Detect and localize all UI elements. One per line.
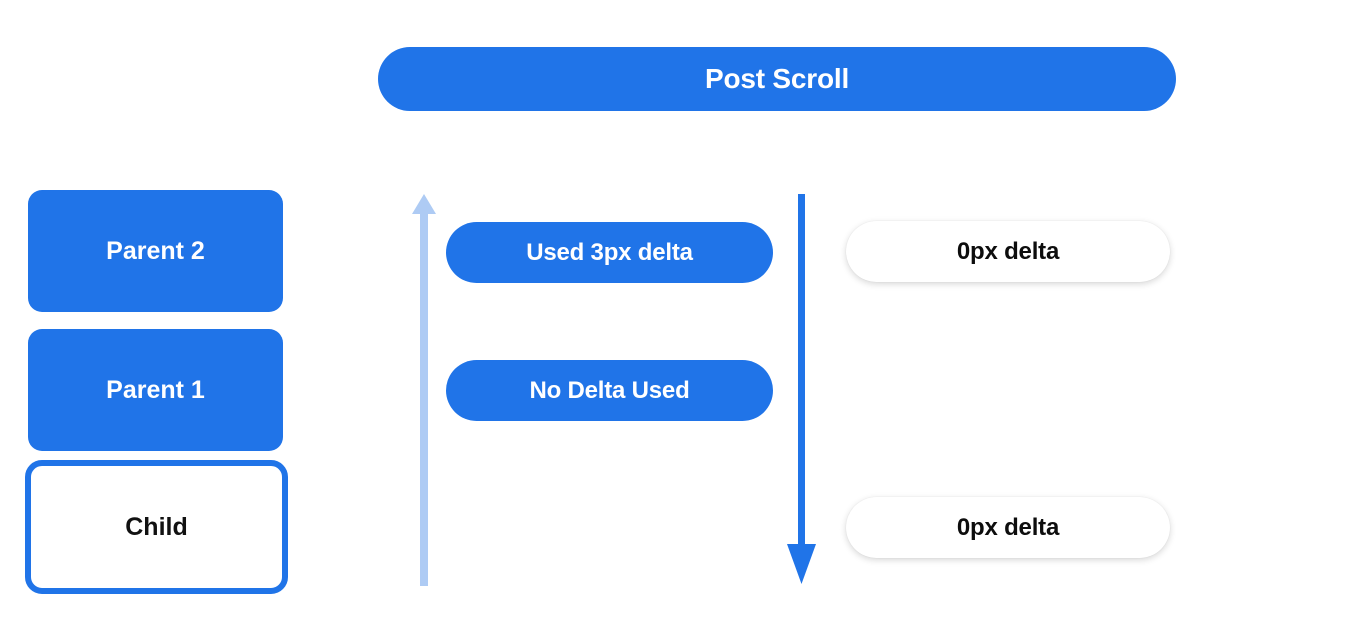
bubble-up-arrow-icon <box>408 190 440 590</box>
node-child-label: Child <box>125 512 188 541</box>
post-scroll-header: Post Scroll <box>378 47 1176 111</box>
node-parent-1-label: Parent 1 <box>106 375 205 404</box>
node-parent-2-label: Parent 2 <box>106 236 205 265</box>
node-parent-1: Parent 1 <box>28 329 283 451</box>
pill-zero-delta-top-label: 0px delta <box>956 237 1060 265</box>
node-child: Child <box>25 460 288 594</box>
pill-zero-delta-bottom: 0px delta <box>846 497 1170 558</box>
node-parent-2: Parent 2 <box>28 190 283 312</box>
pill-no-delta-used-label: No Delta Used <box>529 376 690 404</box>
pill-used-3px-delta-label: Used 3px delta <box>526 238 693 266</box>
pill-no-delta-used: No Delta Used <box>446 360 773 421</box>
header-title: Post Scroll <box>704 63 850 94</box>
pill-zero-delta-top: 0px delta <box>846 221 1170 282</box>
pill-zero-delta-bottom-label: 0px delta <box>956 513 1060 541</box>
pill-used-3px-delta: Used 3px delta <box>446 222 773 283</box>
scroll-chain-arrow-icon <box>786 190 818 590</box>
